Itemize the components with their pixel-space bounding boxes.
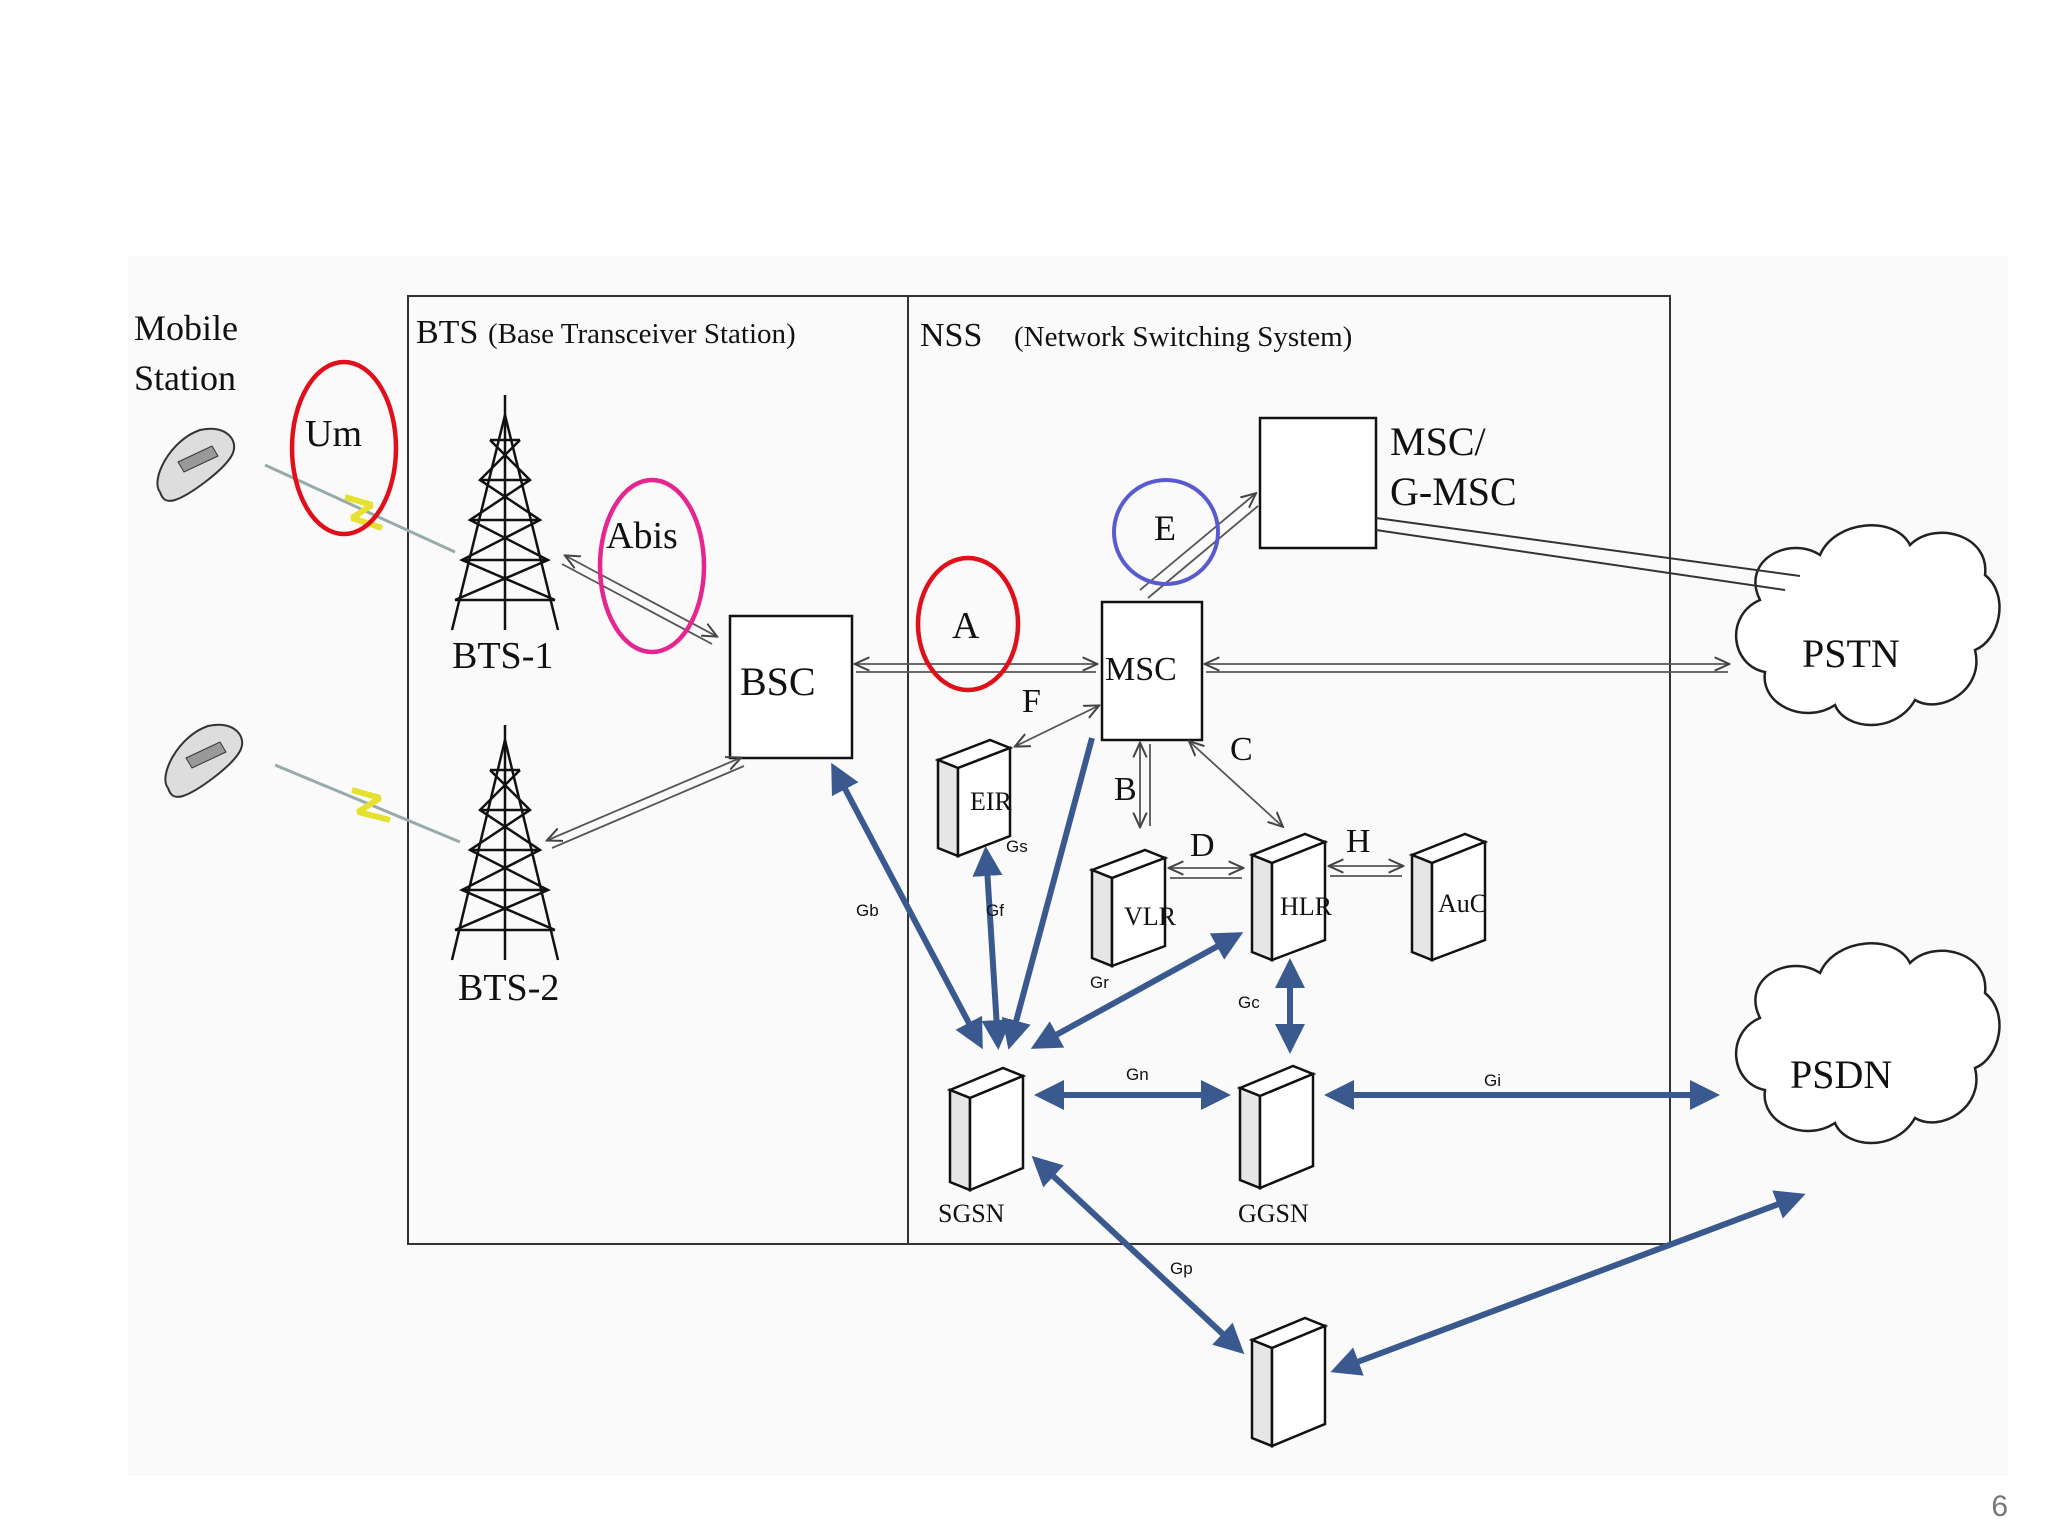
gf-link [972,846,1012,1050]
a-highlight-circle [915,555,1021,693]
c-link-msc-hlr [1190,742,1282,826]
mobile-station-label-line1: Mobile [134,308,238,348]
gp-link [1031,1155,1245,1355]
abis-highlight-circle [597,477,707,655]
auc-server-icon [1408,832,1489,962]
um-interface-label: Um [305,413,362,455]
gf-label: Gf [986,901,1004,920]
gb-label: Gb [856,901,879,920]
bts-section-subtitle: (Base Transceiver Station) [488,318,796,350]
nss-section-title: NSS [920,317,982,354]
diagram-background [128,256,2008,1476]
gp-label: Gp [1170,1259,1193,1278]
mobile-phone-icon [156,427,236,502]
a-link-bsc-msc [856,664,1096,673]
gr-link [1030,932,1244,1049]
f-interface-label: F [1022,683,1041,720]
border-gateway-psdn-link [1330,1190,1806,1376]
msc-box [1100,600,1204,742]
c-interface-label: C [1230,731,1253,768]
e-interface-label: E [1154,508,1176,548]
gb-link [831,762,983,1050]
sgsn-label: SGSN [938,1199,1005,1228]
abis-interface-label: Abis [606,515,678,557]
border-gateway-server-icon [1248,1316,1329,1448]
psdn-cloud [1735,942,2001,1145]
bts-tower-2-icon [450,725,560,961]
ggsn-server-icon [1236,1064,1317,1190]
gr-label: Gr [1090,973,1109,992]
page-number: 6 [1991,1490,2008,1523]
msc-label: MSC [1105,651,1177,688]
bts1-label: BTS-1 [452,635,553,677]
psdn-label: PSDN [1790,1052,1892,1097]
gs-link [1001,737,1095,1050]
mobile-phone-icon-2 [164,723,244,798]
sgsn-server-icon [946,1066,1027,1192]
pstn-cloud [1735,524,2001,727]
msc-pstn-link [1206,664,1728,673]
h-interface-label: H [1346,823,1371,860]
h-link-hlr-auc [1330,866,1402,877]
auc-label: AuC [1438,889,1487,918]
d-link-vlr-hlr [1170,868,1242,879]
gn-label: Gn [1126,1065,1149,1084]
hlr-label: HLR [1280,892,1333,921]
pstn-label: PSTN [1802,631,1900,676]
b-interface-label: B [1114,771,1137,808]
bsc-label: BSC [740,659,816,704]
gi-label: Gi [1484,1071,1501,1090]
link-bts2-bsc [548,758,745,849]
gmsc-label-line1: MSC/ [1390,419,1486,464]
e-highlight-circle [1112,478,1220,586]
ggsn-label: GGSN [1238,1199,1309,1228]
d-interface-label: D [1190,827,1215,864]
f-link-msc-eir [1016,706,1098,746]
gprs-links [831,737,1806,1376]
gs-label: Gs [1006,837,1028,856]
um-highlight-circle [289,359,399,537]
bts-section-title: BTS [416,314,478,351]
a-interface-label: A [952,605,980,647]
bts2-label: BTS-2 [458,967,559,1009]
nss-section-subtitle: (Network Switching System) [1014,321,1352,353]
gmsc-box [1258,416,1378,550]
gmsc-pstn-link [1375,517,1801,591]
bsc-box [728,614,854,760]
mobile-station-label-line2: Station [134,358,236,398]
vlr-label: VLR [1124,902,1177,931]
radio-link-2 [274,763,461,844]
hlr-server-icon [1248,832,1329,962]
bts-tower-1-icon [450,395,560,631]
gc-label: Gc [1238,993,1260,1012]
b-link-msc-vlr [1140,744,1151,826]
gmsc-label-line2: G-MSC [1390,469,1517,514]
eir-label: EIR [970,787,1013,816]
